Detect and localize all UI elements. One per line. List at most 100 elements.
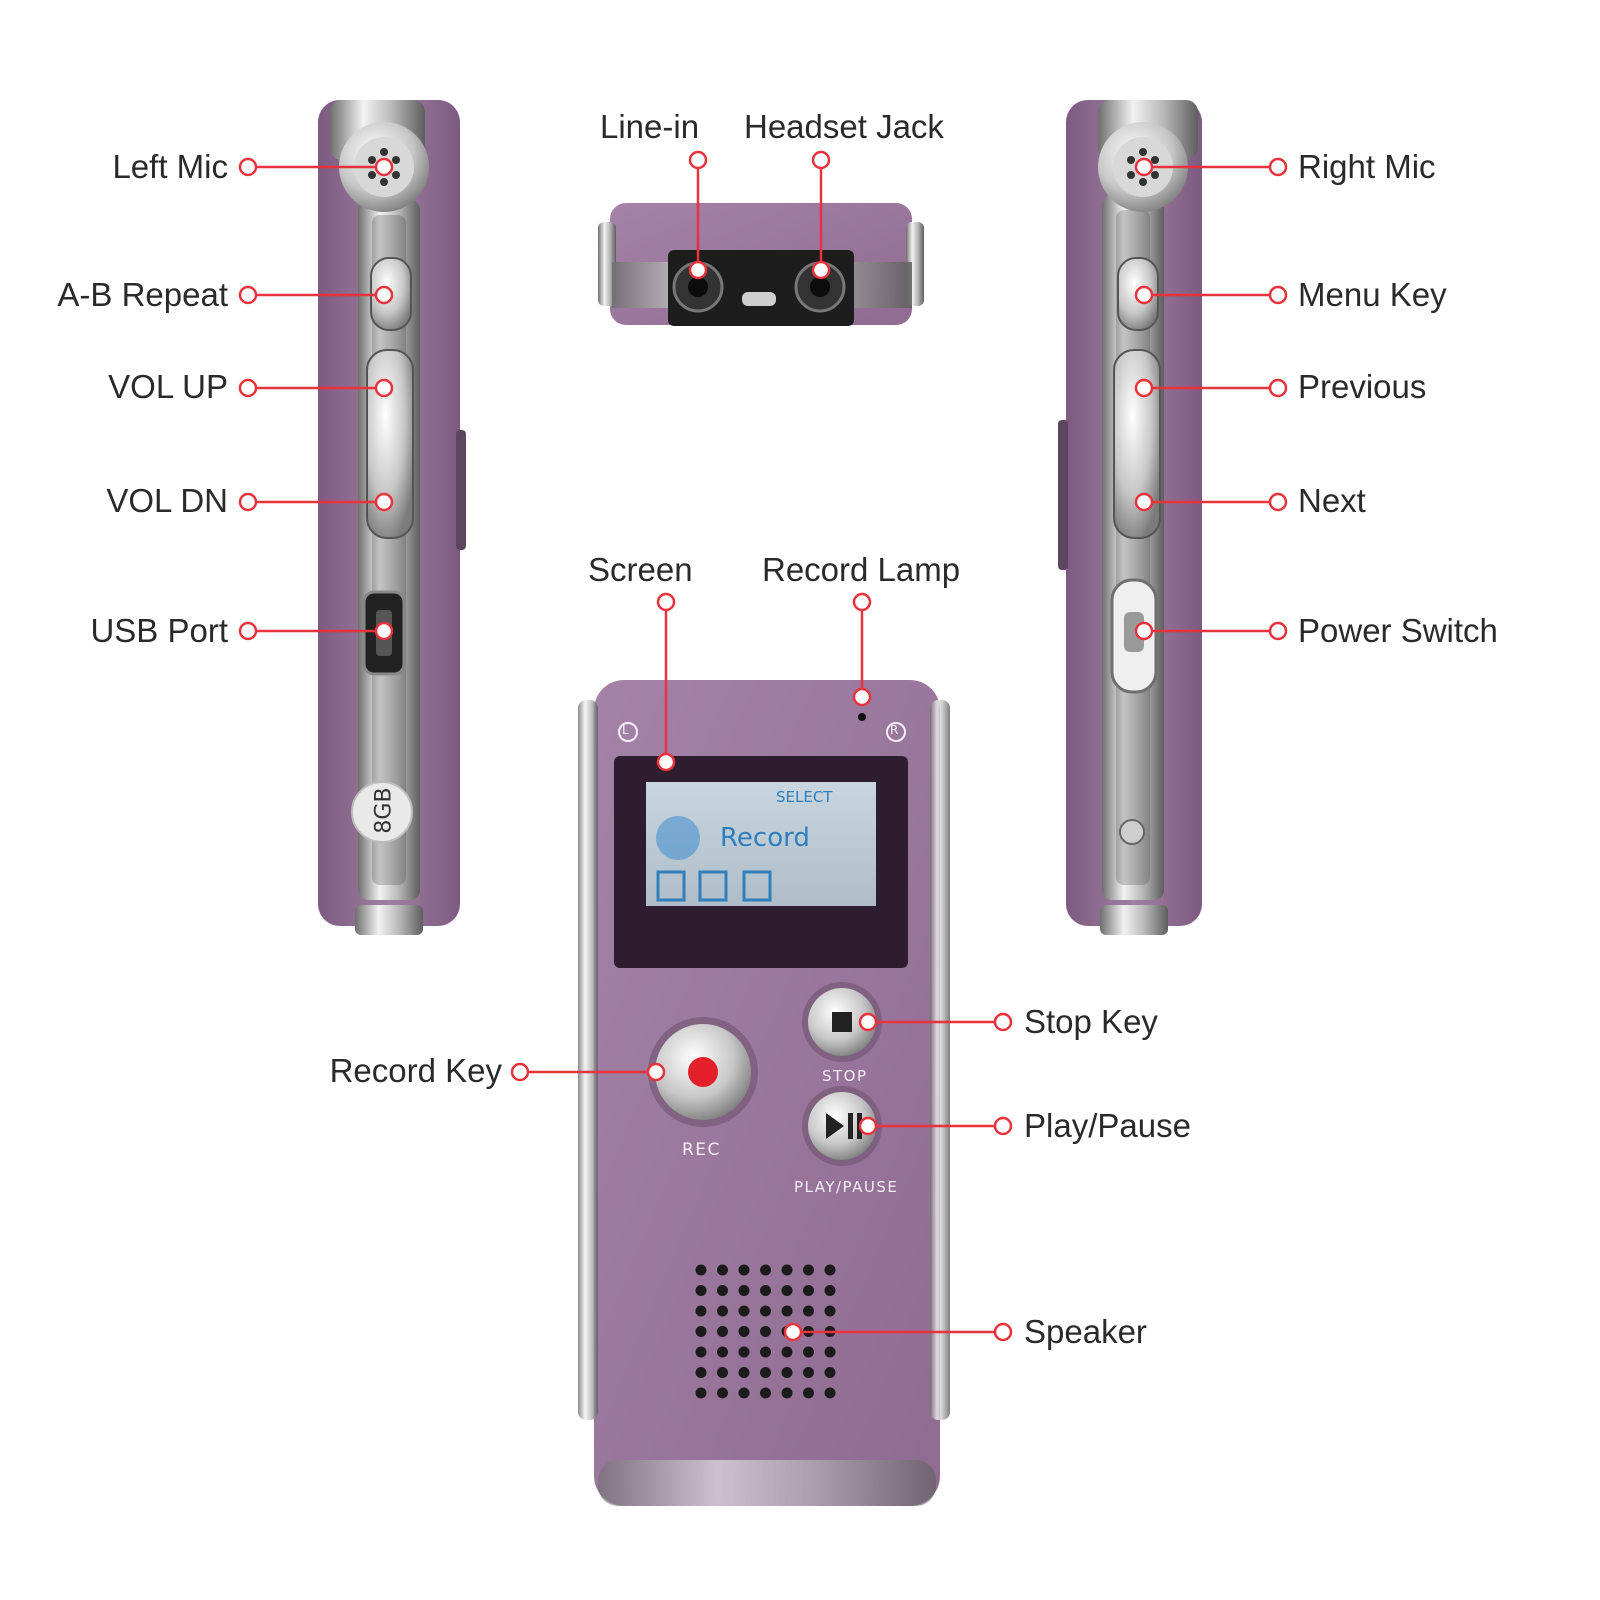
speaker-hole [803,1387,814,1399]
speaker-hole [803,1285,814,1296]
speaker-hole [695,1326,707,1337]
speaker-hole [738,1264,750,1276]
speaker-hole [717,1387,728,1399]
capacity-label: 8GB [371,787,397,834]
front-view [578,680,950,1506]
speaker-hole [695,1346,707,1358]
callout-leaders [238,150,1288,1342]
headset-jack-leader-end-marker [811,260,831,280]
label-play-pause: Play/Pause [1024,1107,1191,1144]
speaker-hole [824,1387,836,1399]
right-mic-leader-start-marker [1268,157,1288,177]
next-leader-start-marker [1268,492,1288,512]
menu-key-leader-end-marker [1134,285,1154,305]
label-menu-key: Menu Key [1298,276,1447,313]
speaker-hole [824,1285,836,1296]
rec-print: REC [682,1140,721,1160]
left-mic-leader-end-marker [374,157,394,177]
speaker-hole [781,1387,793,1399]
speaker-hole [824,1367,836,1378]
label-vol-dn: VOL DN [106,482,228,519]
stop-key-leader-start-marker [993,1012,1013,1032]
speaker-hole [803,1346,814,1358]
speaker-hole [781,1264,793,1276]
previous-leader-end-marker [1134,378,1154,398]
right-mic-leader-end-marker [1134,157,1154,177]
power-switch-leader-end-marker [1134,621,1154,641]
label-ab-repeat: A-B Repeat [57,276,228,313]
left-mic-leader-start-marker [238,157,258,177]
previous-leader-start-marker [1268,378,1288,398]
left-side-view [318,100,466,935]
play-icon [826,1113,844,1139]
play-pause-leader-start-marker [993,1116,1013,1136]
speaker-hole [738,1326,750,1337]
screen-leader-end-marker [656,752,676,772]
speaker-hole [695,1264,707,1276]
right-channel-mark: R [890,723,899,737]
capacity-badge [351,781,413,843]
lcd-select-text: SELECT [776,788,833,806]
speaker-hole [760,1264,771,1276]
record-lamp-leader-end-marker [852,687,872,707]
record-key-leader-start-marker [510,1062,530,1082]
label-usb-port: USB Port [90,612,228,649]
stop-key-leader-end-marker [858,1012,878,1032]
power-switch-leader-start-marker [1268,621,1288,641]
vol-up-leader-end-marker [374,378,394,398]
lcd-record-text: Record [720,823,810,853]
vol-dn-leader-end-marker [374,492,394,512]
usb-port-leader-end-marker [374,621,394,641]
speaker-hole [738,1346,750,1358]
speaker-leader-start-marker [993,1322,1013,1342]
speaker-hole [717,1285,728,1296]
lcd-icon-settings [742,870,772,902]
speaker-hole [760,1326,771,1337]
volume-rocker[interactable] [366,349,414,539]
speaker-hole [760,1285,771,1296]
label-vol-up: VOL UP [108,368,228,405]
speaker-leader-end-marker [783,1322,803,1342]
speaker-hole [738,1387,750,1399]
label-left-mic: Left Mic [112,148,228,185]
speaker-hole [824,1264,836,1276]
lcd-icon-music [698,870,728,902]
screen-leader-start-marker [656,592,676,612]
screw-icon [1119,819,1145,845]
label-power-switch: Power Switch [1298,612,1498,649]
line-in-leader-end-marker [688,260,708,280]
vol-up-leader-start-marker [238,378,258,398]
headset-jack-leader-start-marker [811,150,831,170]
play-pause-leader-end-marker [858,1116,878,1136]
speaker-hole [717,1305,728,1317]
prev-next-rocker[interactable] [1113,349,1161,539]
label-record-lamp: Record Lamp [762,551,961,588]
usb-port-leader-start-marker [238,621,258,641]
speaker-hole [695,1285,707,1296]
pause-icon [848,1113,853,1139]
speaker-hole [781,1367,793,1378]
label-record-key: Record Key [329,1052,502,1089]
label-stop-key: Stop Key [1024,1003,1158,1040]
play-pause-print: PLAY/PAUSE [794,1178,899,1196]
speaker-hole [695,1305,707,1317]
speaker-hole [717,1346,728,1358]
speaker-hole [781,1346,793,1358]
speaker-hole [803,1367,814,1378]
vol-dn-leader-start-marker [238,492,258,512]
next-leader-end-marker [1134,492,1154,512]
top-view [598,203,924,326]
speaker-hole [717,1326,728,1337]
speaker-hole [803,1264,814,1276]
label-previous: Previous [1298,368,1427,405]
label-headset-jack: Headset Jack [744,108,944,145]
ab-repeat-leader-start-marker [238,285,258,305]
lcd-icon-voice [656,870,686,902]
speaker-hole [760,1367,771,1378]
speaker-hole [695,1387,707,1399]
record-key-leader-end-marker [646,1062,666,1082]
speaker-hole [803,1305,814,1317]
record-lamp-leader-start-marker [852,592,872,612]
